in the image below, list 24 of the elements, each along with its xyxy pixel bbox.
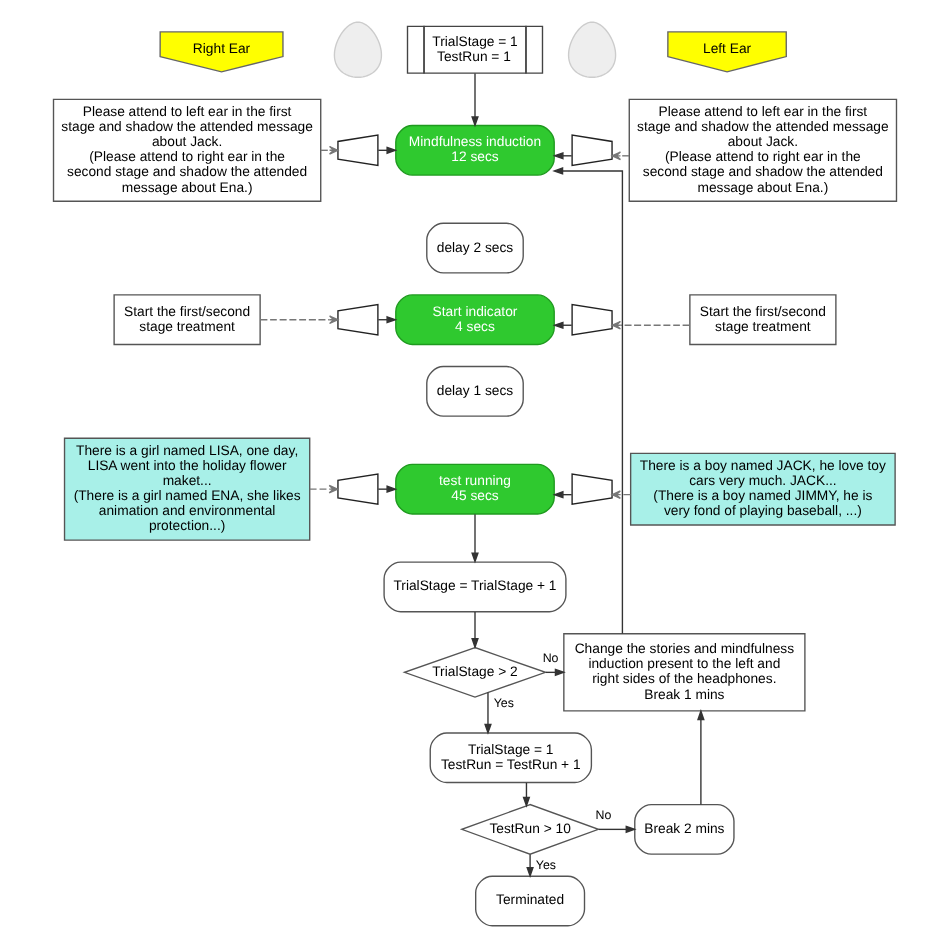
node-speaker <box>570 473 612 506</box>
arrow <box>610 151 629 161</box>
node-speaker <box>336 303 378 336</box>
arrow <box>483 691 491 735</box>
arrow <box>319 145 338 155</box>
arrow <box>696 709 704 806</box>
arrow <box>551 167 623 635</box>
arrow <box>610 490 631 500</box>
node-picture <box>332 21 382 78</box>
node-speaker <box>570 303 612 336</box>
arrow <box>258 315 338 325</box>
arrow <box>470 72 478 128</box>
arrow <box>308 484 338 494</box>
node-speaker <box>336 473 378 506</box>
arrow <box>551 151 572 160</box>
arrow <box>470 513 478 564</box>
arrow <box>596 825 636 834</box>
arrow <box>470 611 478 650</box>
arrow <box>376 485 397 493</box>
node-speaker <box>570 134 612 167</box>
arrow <box>525 853 533 878</box>
node-picture <box>566 21 616 78</box>
arrow <box>610 320 690 330</box>
node-speaker <box>336 134 378 167</box>
